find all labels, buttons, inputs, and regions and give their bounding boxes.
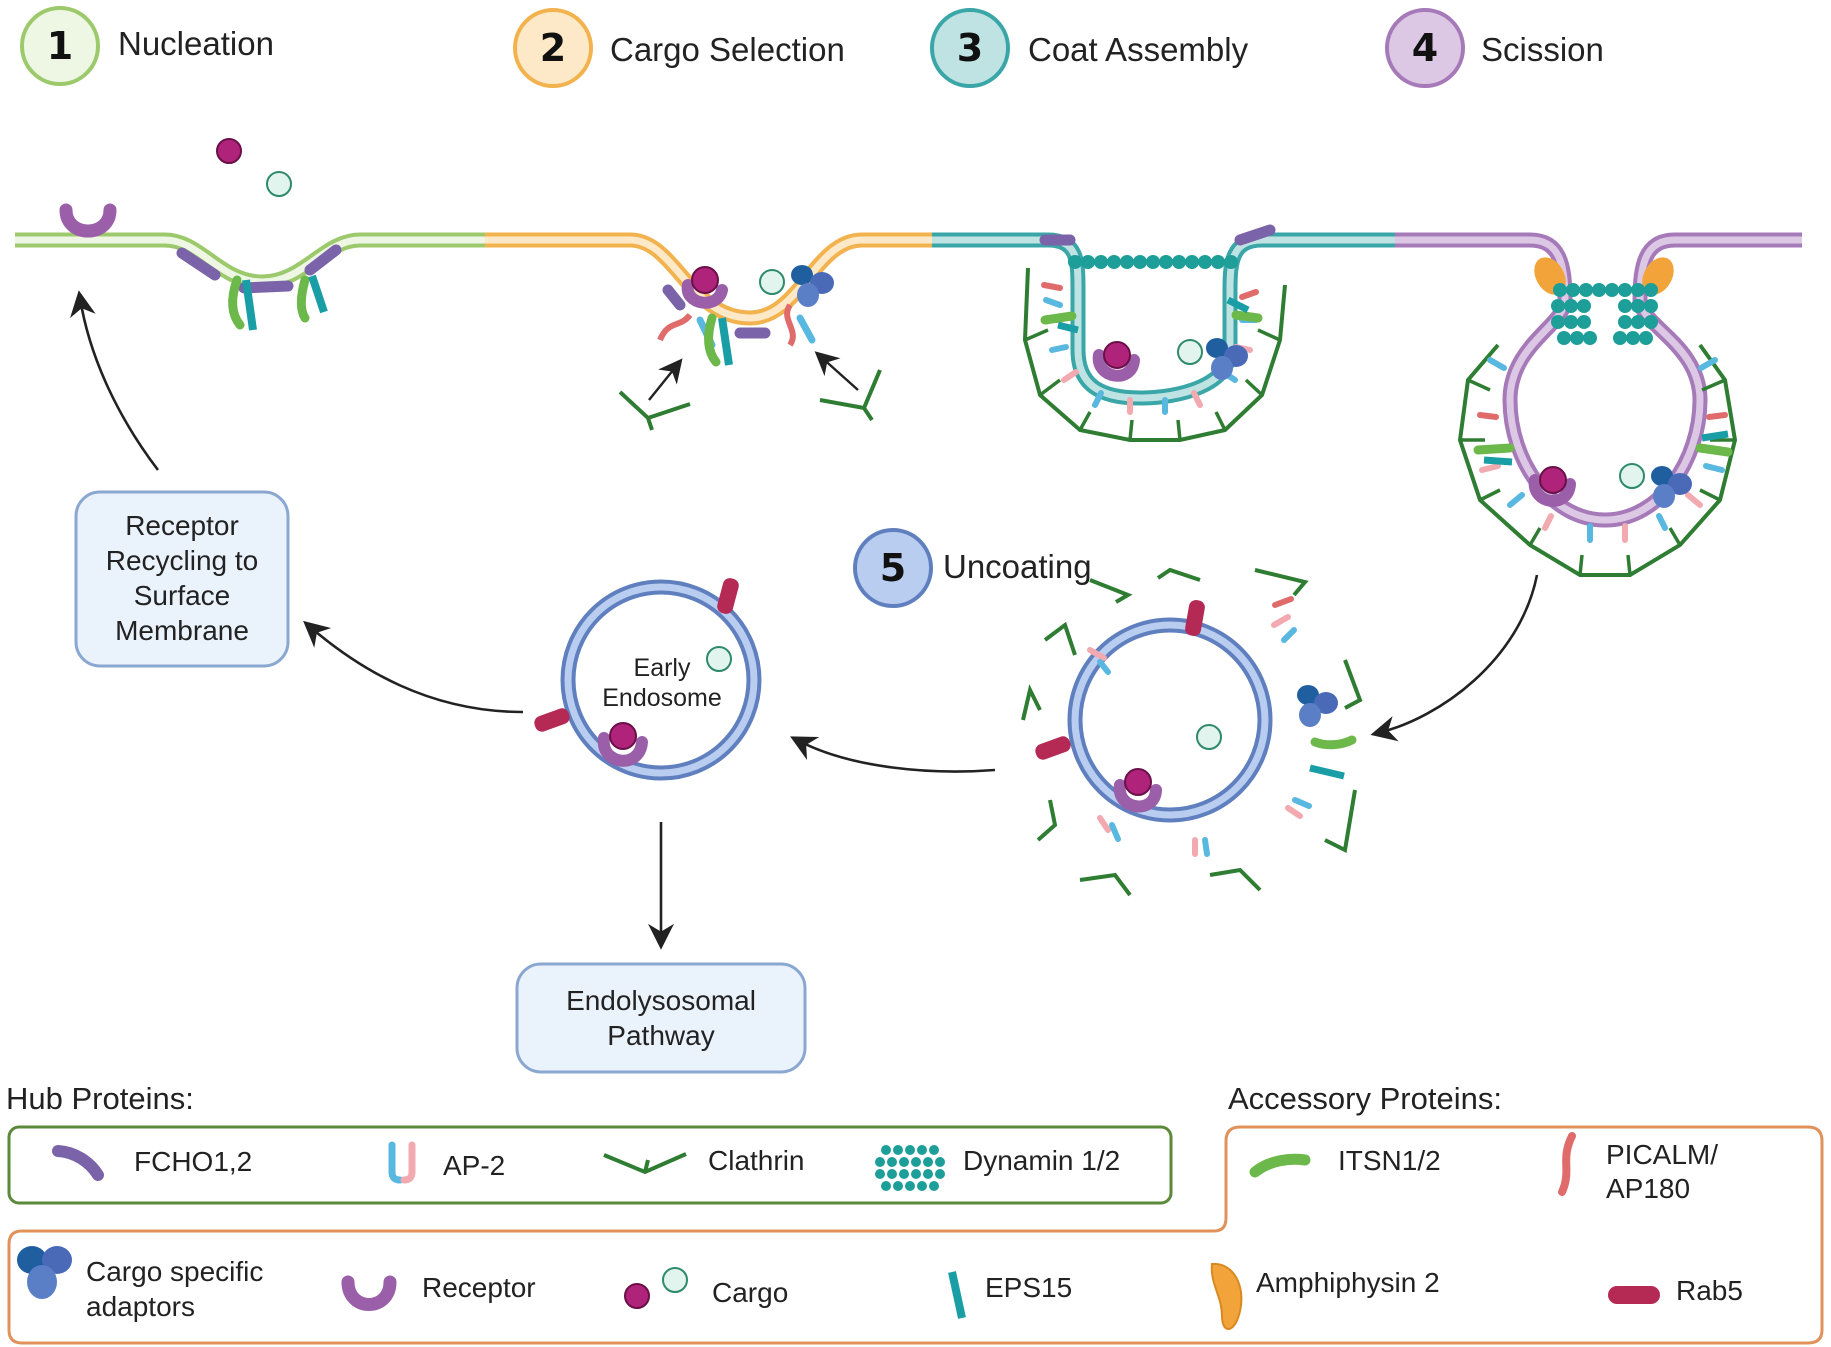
recycling-box: Receptor Recycling to Surface Membrane	[74, 490, 290, 668]
recycling-line-3: Surface	[134, 580, 231, 611]
flow-arrows	[70, 290, 1539, 950]
ap2-icon	[388, 1141, 416, 1184]
adaptors-legend-line-1: Cargo specific	[86, 1256, 263, 1287]
accessory-legend-box	[7, 1125, 1824, 1345]
coat-assembly-stage	[1022, 224, 1287, 442]
adaptor-icon	[17, 1246, 72, 1299]
cargo-magenta-icon	[624, 1283, 650, 1309]
step-4-badge	[1385, 8, 1465, 88]
amphiphysin-icon	[1210, 1262, 1243, 1330]
recycling-line-2: Recycling to	[106, 545, 259, 576]
step-3-header: 3 Coat Assembly	[930, 8, 1249, 88]
arrow-scission-to-uncoating	[1370, 574, 1539, 742]
cargo-legend-label: Cargo	[712, 1277, 788, 1308]
recycling-line-1: Receptor	[125, 510, 239, 541]
endolysosomal-line-1: Endolysosomal	[566, 985, 756, 1016]
step-5-number: 5	[880, 546, 906, 590]
cargo-magenta-free	[216, 138, 242, 164]
fcho-middle	[238, 280, 294, 294]
cargo-mint-icon	[662, 1267, 688, 1293]
step-4-header: 4 Scission	[1385, 8, 1604, 88]
itsn-left	[228, 275, 245, 330]
adaptors-legend-line-2: adaptors	[86, 1291, 195, 1322]
step-4-label: Scission	[1481, 31, 1604, 68]
receptor-legend-label: Receptor	[422, 1272, 536, 1303]
step-1-badge	[20, 6, 100, 86]
arrow-endosome-to-recycling	[303, 620, 524, 714]
amphiphysin-legend-label: Amphiphysin 2	[1256, 1267, 1440, 1298]
picalm-legend-line-2: AP180	[1606, 1173, 1690, 1204]
cargo-mint-free	[266, 171, 292, 197]
nucleation-stage	[59, 138, 342, 331]
fcho-icon	[52, 1145, 104, 1181]
step-2-header: 2 Cargo Selection	[513, 8, 845, 88]
itsn-right	[296, 275, 310, 323]
dynamin-icon	[875, 1145, 945, 1191]
step-4-number: 4	[1412, 26, 1438, 70]
endolysosomal-line-2: Pathway	[607, 1020, 714, 1051]
rab5-icon	[1608, 1286, 1660, 1304]
eps15-left	[242, 279, 257, 331]
receptor-free	[59, 203, 117, 238]
dynamin-spiral-coat	[1068, 255, 1238, 269]
accessory-proteins-title: Accessory Proteins:	[1228, 1081, 1502, 1116]
endolysosomal-box: Endolysosomal Pathway	[515, 962, 807, 1074]
itsn-legend-label: ITSN1/2	[1338, 1145, 1441, 1176]
step-5-header: 5 Uncoating	[853, 528, 1092, 608]
step-1-header: 1 Nucleation	[20, 6, 274, 86]
fcho-right	[304, 244, 342, 276]
uncoating-stage	[1021, 567, 1363, 897]
receptor-icon	[341, 1275, 397, 1311]
step-1-label: Nucleation	[118, 25, 274, 62]
cargo-selection-stage	[618, 265, 882, 431]
fcho-legend-label: FCHO1,2	[134, 1146, 252, 1177]
eps15-right	[308, 274, 328, 314]
fcho-left	[176, 247, 221, 281]
endosome-label-line-1: Early	[634, 654, 691, 682]
step-3-label: Coat Assembly	[1028, 31, 1249, 68]
itsn-icon	[1249, 1153, 1311, 1178]
ap2-legend-label: AP-2	[443, 1150, 505, 1181]
picalm-icon	[1558, 1132, 1576, 1196]
dynamin-legend-label: Dynamin 1/2	[963, 1145, 1120, 1176]
endosome-label-line-2: Endosome	[602, 684, 722, 712]
step-2-number: 2	[540, 26, 566, 70]
membrane-nucleation	[15, 232, 485, 290]
membrane-scission	[1395, 232, 1802, 528]
step-5-badge	[853, 528, 933, 608]
step-5-label: Uncoating	[943, 548, 1092, 585]
eps15-legend-label: EPS15	[985, 1272, 1072, 1303]
scission-stage	[1457, 257, 1738, 577]
step-3-number: 3	[957, 26, 983, 70]
arrow-uncoating-to-endosome	[790, 736, 996, 773]
dynamin-helix-neck	[1551, 283, 1658, 345]
arrow-recycling-to-membrane	[70, 290, 160, 471]
rab5-legend-label: Rab5	[1676, 1275, 1743, 1306]
eps15-icon	[948, 1271, 966, 1319]
legend: Hub Proteins: Accessory Proteins: FCHO1,…	[6, 1081, 1824, 1345]
clathrin-icon	[603, 1152, 687, 1175]
recycling-line-4: Membrane	[115, 615, 249, 646]
step-1-number: 1	[47, 24, 73, 68]
step-2-badge	[513, 8, 593, 88]
step-2-label: Cargo Selection	[610, 31, 845, 68]
clathrin-legend-label: Clathrin	[708, 1145, 804, 1176]
step-3-badge	[930, 8, 1010, 88]
hub-legend-box	[7, 1125, 1173, 1205]
hub-proteins-title: Hub Proteins:	[6, 1081, 194, 1116]
early-endosome: Early Endosome	[534, 578, 762, 781]
picalm-legend-line-1: PICALM/	[1606, 1139, 1718, 1170]
